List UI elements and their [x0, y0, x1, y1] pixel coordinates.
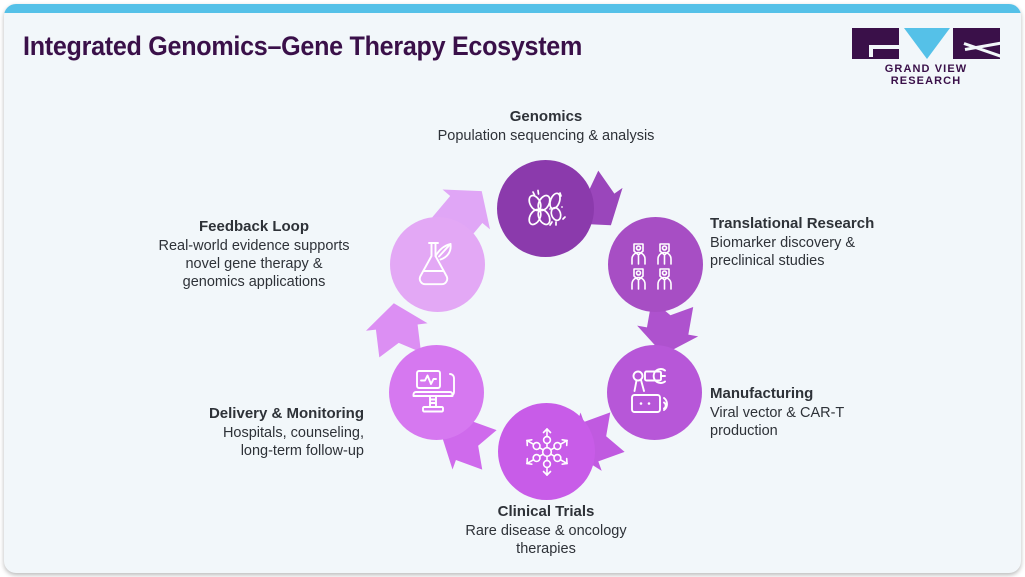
logo-g-notch	[869, 45, 902, 49]
patient-monitor-chair-icon	[412, 369, 455, 412]
arrow-translational-to-manufacturing	[637, 299, 699, 355]
node-delivery-monitoring[interactable]	[389, 345, 484, 440]
logo-wordmark: GRAND VIEW RESEARCH	[884, 63, 968, 87]
logo-letter-g-icon	[852, 28, 899, 59]
label-genomics: Genomics Population sequencing & analysi…	[342, 108, 750, 145]
label-genomics-title: Genomics	[509, 108, 583, 125]
logo-mark	[852, 28, 1003, 59]
grand-view-research-logo: GRAND VIEW RESEARCH	[852, 28, 1003, 87]
node-clinical-trials[interactable]	[498, 403, 595, 500]
people-group-icon	[630, 242, 672, 290]
label-manufacturing-title: Manufacturing	[710, 385, 814, 402]
infographic-card: Integrated Genomics–Gene Therapy Ecosyst…	[4, 4, 1021, 573]
molecule-icon	[525, 427, 568, 476]
node-translational-research[interactable]	[608, 217, 703, 312]
label-clinical-trials-title: Clinical Trials	[497, 503, 595, 520]
label-delivery-monitoring: Delivery & Monitoring Hospitals, counsel…	[154, 405, 364, 460]
label-delivery-monitoring-desc: Hospitals, counseling,long-term follow-u…	[222, 425, 364, 459]
arrow-feedback-to-genomics	[432, 189, 491, 245]
label-feedback-loop: Feedback Loop Real-world evidence suppor…	[144, 218, 364, 291]
page-title: Integrated Genomics–Gene Therapy Ecosyst…	[23, 31, 583, 61]
label-delivery-monitoring-title: Delivery & Monitoring	[208, 405, 364, 422]
top-accent-bar	[4, 4, 1021, 13]
arrow-delivery-to-feedback	[365, 303, 428, 358]
node-genomics[interactable]	[497, 160, 594, 257]
cycle-arrows-layer	[365, 170, 699, 471]
flask-leaf-icon	[418, 241, 452, 285]
logo-g-notch-vertical	[869, 45, 873, 57]
label-genomics-desc: Population sequencing & analysis	[437, 128, 655, 144]
logo-letter-v-icon	[904, 28, 950, 59]
robot-arm-icon	[630, 367, 668, 413]
node-manufacturing[interactable]	[607, 345, 702, 440]
node-feedback-loop[interactable]	[390, 217, 485, 312]
cycle-diagram: Genomics Population sequencing & analysi…	[4, 4, 1021, 573]
chromosome-icon	[527, 189, 566, 226]
label-feedback-loop-title: Feedback Loop	[198, 218, 310, 235]
label-translational-research-title: Translational Research	[710, 215, 875, 232]
label-translational-research-desc: Biomarker discovery &preclinical studies	[710, 235, 856, 269]
label-translational-research: Translational Research Biomarker discove…	[710, 215, 940, 270]
